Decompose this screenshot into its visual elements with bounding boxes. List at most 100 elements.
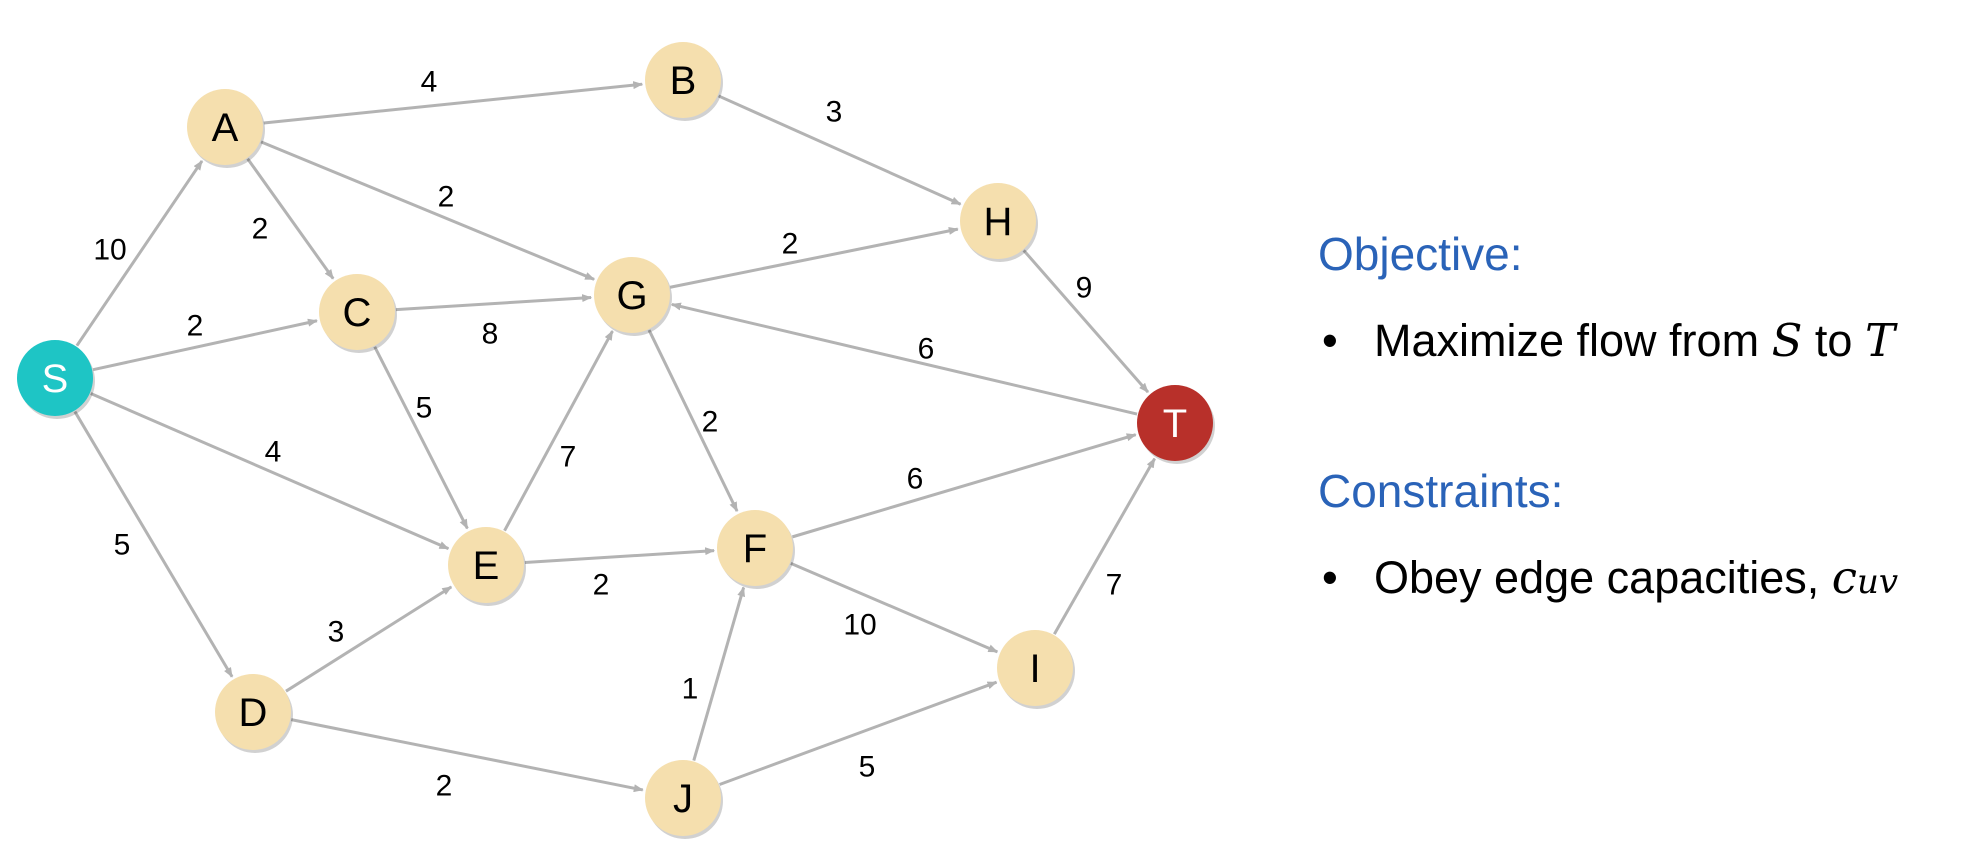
edge-j-f: [692, 586, 746, 761]
edge-s-e: [90, 392, 450, 551]
node-circle: [997, 630, 1073, 706]
node-circle: [960, 183, 1036, 259]
capacity-label-h-t: 9: [1076, 272, 1093, 305]
problem-statement-panel: Objective: • Maximize flow from S to T Co…: [1318, 228, 1968, 603]
node-f: F: [717, 510, 795, 589]
node-j: J: [645, 760, 723, 839]
bullet-point: •: [1322, 314, 1338, 366]
edge-e-g: [503, 330, 614, 532]
capacity-label-s-a: 10: [93, 234, 126, 267]
node-label: T: [1163, 402, 1187, 446]
capacity-label-s-e: 4: [265, 436, 282, 469]
capacity-label-a-g: 2: [438, 181, 455, 214]
edge-f-t: [791, 433, 1137, 539]
capacity-label-i-t: 7: [1106, 569, 1123, 602]
edge-i-t: [1053, 457, 1156, 635]
node-circle: [645, 760, 721, 836]
edge-a-b: [263, 81, 644, 125]
node-label: I: [1029, 647, 1040, 691]
constraints-bullet: • Obey edge capacities, cuv: [1318, 550, 1968, 604]
capacity-label-a-b: 4: [421, 66, 438, 99]
capacity-label-s-d: 5: [114, 529, 131, 562]
nodes: S A B C D E F G H I J T: [17, 42, 1215, 839]
edge-c-e: [373, 346, 469, 530]
capacity-label-g-f: 2: [702, 406, 719, 439]
capacity-subscript: uv: [1856, 561, 1899, 602]
objective-text: Maximize flow from S to T: [1374, 315, 1895, 367]
capacity-label-e-g: 7: [560, 441, 577, 474]
edges: [73, 81, 1156, 793]
objective-text-middle: to: [1802, 314, 1865, 366]
edge-d-j: [290, 718, 644, 793]
node-circle: [215, 674, 291, 750]
node-circle: [187, 89, 263, 165]
capacity-label-b-h: 3: [826, 96, 843, 129]
node-a: A: [187, 89, 265, 168]
node-label: D: [239, 691, 268, 735]
edge-t-g: [670, 302, 1138, 416]
edge-j-i: [719, 680, 998, 786]
capacity-label-f-i: 10: [843, 609, 876, 642]
capacity-label-e-f: 2: [593, 569, 610, 602]
node-c: C: [319, 274, 397, 353]
node-circle: [17, 340, 93, 416]
edge-d-e: [285, 585, 453, 693]
edge-b-h: [717, 94, 962, 206]
edge-s-c: [92, 318, 318, 372]
edge-g-f: [647, 329, 739, 513]
source-symbol: S: [1771, 313, 1803, 367]
node-h: H: [960, 183, 1038, 262]
constraints-text-start: Obey edge capacities,: [1374, 551, 1832, 603]
edge-a-c: [246, 157, 335, 280]
constraints-heading: Constraints:: [1318, 464, 1564, 517]
node-circle: [1137, 385, 1213, 461]
node-circle: [319, 274, 395, 350]
capacity-symbol: c: [1831, 550, 1857, 604]
objective-heading: Objective:: [1318, 228, 1523, 280]
edge-g-h: [669, 226, 959, 289]
edge-s-d: [73, 410, 234, 678]
objective-bullet: • Maximize flow from S to T: [1318, 315, 1968, 367]
node-circle: [594, 257, 670, 333]
node-circle: [717, 510, 793, 586]
edge-f-i: [790, 561, 999, 654]
node-t: T: [1137, 385, 1215, 464]
capacity-label-c-g: 8: [482, 318, 499, 351]
edge-c-g: [395, 294, 593, 312]
objective-text-start: Maximize flow from: [1374, 314, 1772, 366]
capacity-label-g-h: 2: [782, 228, 799, 261]
capacity-label-j-i: 5: [859, 751, 876, 784]
node-circle: [448, 527, 524, 603]
node-label: G: [616, 274, 647, 318]
node-s: S: [17, 340, 95, 419]
capacity-label-f-t: 6: [907, 463, 924, 496]
capacity-label-c-e: 5: [416, 392, 433, 425]
node-d: D: [215, 674, 293, 753]
node-b: B: [645, 42, 723, 121]
node-label: B: [670, 59, 697, 103]
node-label: F: [743, 527, 767, 571]
capacity-label-d-j: 2: [436, 770, 453, 803]
capacity-label-s-c: 2: [187, 310, 204, 343]
bullet-point: •: [1322, 551, 1338, 603]
node-i: I: [997, 630, 1075, 709]
capacity-label-a-c: 2: [252, 213, 269, 246]
node-label: J: [673, 777, 693, 821]
edge-a-g: [260, 140, 596, 281]
node-label: H: [984, 200, 1013, 244]
node-label: A: [212, 106, 239, 150]
node-label: S: [42, 357, 69, 401]
capacity-label-t-g: 6: [918, 333, 935, 366]
node-g: G: [594, 257, 672, 336]
sink-symbol: T: [1864, 313, 1895, 367]
node-circle: [645, 42, 721, 118]
edge-h-t: [1022, 249, 1150, 394]
node-e: E: [448, 527, 526, 606]
edge-e-f: [524, 547, 716, 565]
node-label: C: [343, 291, 372, 335]
capacity-label-j-f: 1: [682, 673, 699, 706]
constraints-text: Obey edge capacities, cuv: [1374, 550, 1899, 604]
edge-s-a: [75, 160, 204, 347]
